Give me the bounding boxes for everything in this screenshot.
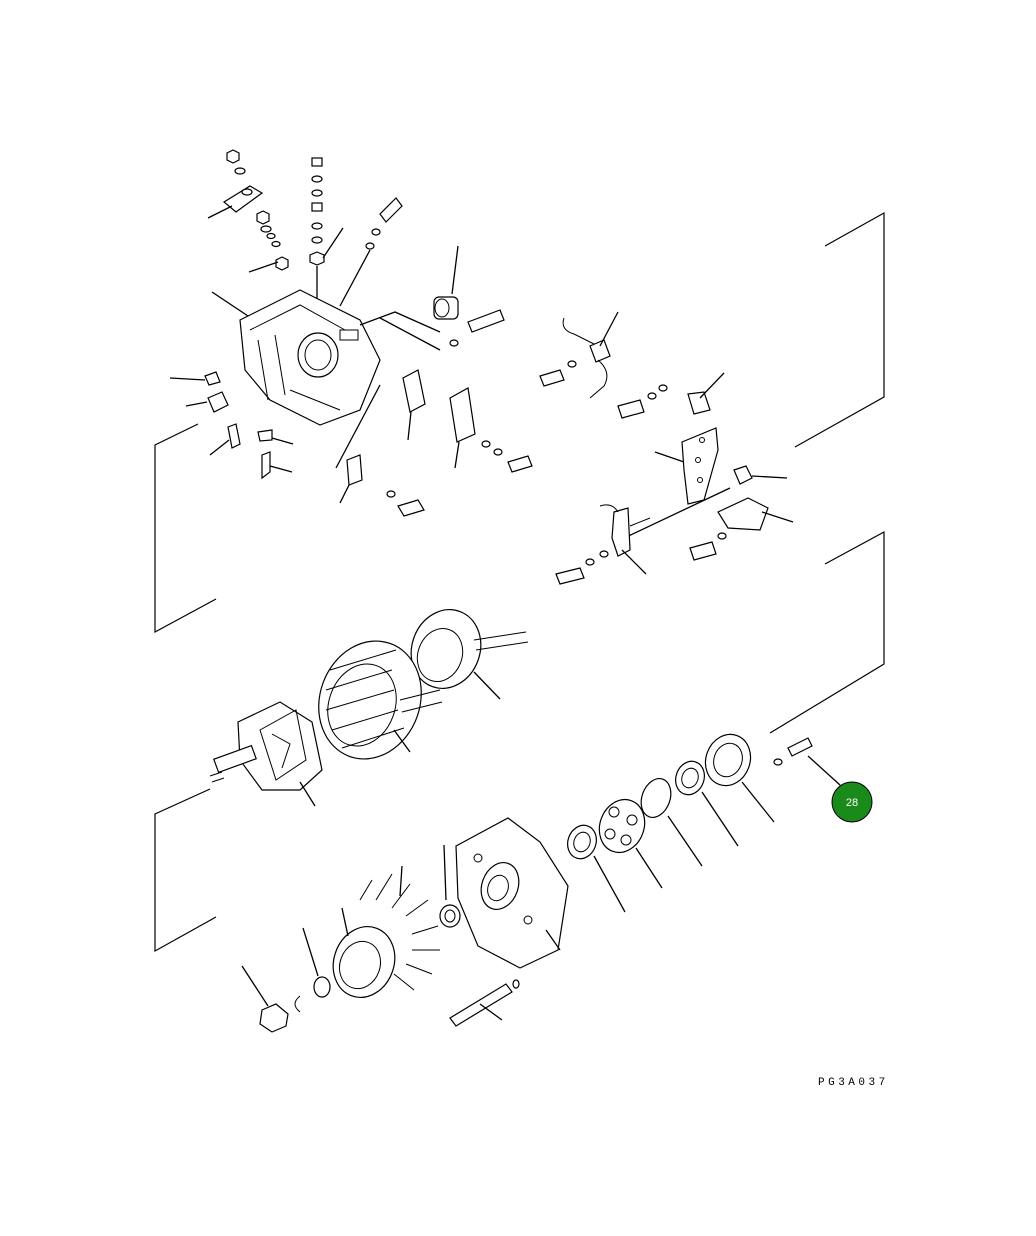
regulator-parts [335, 245, 533, 517]
rear-housing [211, 289, 441, 426]
terminal-hardware-stack [207, 149, 403, 330]
drawing-code: PG3A037 [818, 1077, 889, 1089]
front-housing-assembly [241, 817, 569, 1033]
part-callout-28[interactable]: 28 [831, 781, 873, 823]
rotor-assembly [209, 701, 323, 807]
left-upper-bracket [154, 423, 217, 634]
middle-right-bracket [769, 530, 885, 734]
bearing-set [567, 733, 841, 913]
upper-right-bracket [794, 211, 885, 448]
group-frames [154, 211, 885, 953]
callout-label: 28 [846, 797, 858, 809]
small-clips [169, 371, 294, 480]
callout-circle[interactable] [831, 781, 873, 823]
stator-assembly [318, 609, 529, 760]
brush-holder-assembly [539, 311, 794, 585]
left-lower-bracket [154, 788, 217, 953]
